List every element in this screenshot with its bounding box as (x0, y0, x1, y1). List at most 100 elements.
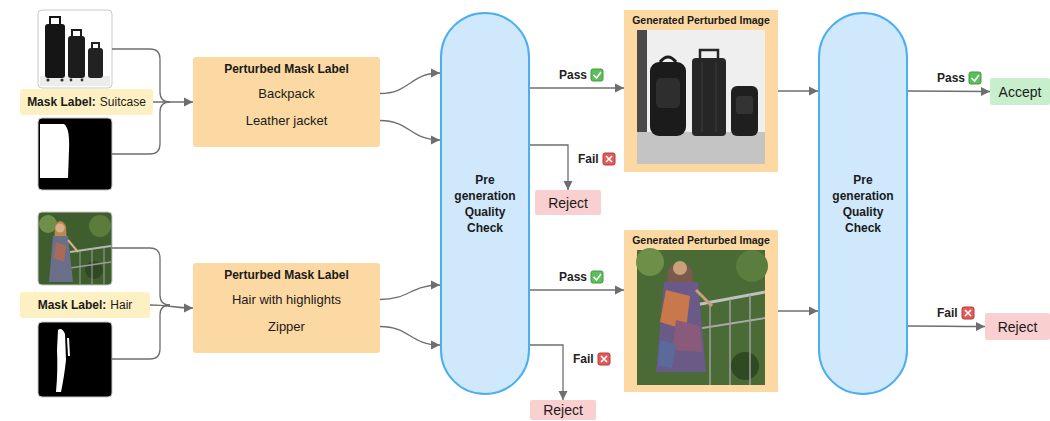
node-text: Hair (110, 298, 132, 312)
pass-icon-part (594, 72, 602, 78)
hair-mask-part (67, 338, 70, 356)
hair-photo-part (68, 240, 78, 252)
reject-box: Reject (530, 400, 596, 420)
flow-arrow (153, 101, 193, 102)
fail-icon-part (962, 307, 974, 319)
suitcase-mask (38, 118, 112, 190)
fail-icon-part (601, 356, 607, 362)
generated-luggage-image-part (660, 57, 676, 62)
suitcase-photo-part (72, 30, 81, 36)
flow-arrow (380, 285, 440, 300)
generated-luggage-image-part (637, 132, 765, 164)
hair-mask-part (56, 329, 66, 392)
flow-arrow (778, 310, 818, 311)
edge-label: Pass (557, 68, 589, 82)
hair-photo-part (89, 215, 111, 237)
hair-photo-part (104, 247, 105, 284)
generated-person-image-part (696, 290, 712, 306)
generated-image-frame: Generated Perturbed Image (624, 230, 778, 392)
suitcase-photo-part (60, 78, 63, 81)
flow-arrow (908, 90, 990, 92)
quality-check-pill: Pre generation Quality Check (818, 12, 908, 395)
edge-label: Fail (576, 152, 601, 166)
generated-person-image-part (729, 299, 731, 385)
node-text: Leather jacket (246, 113, 328, 128)
generated-person-image-part (656, 282, 706, 372)
suitcase-photo-part (81, 79, 84, 82)
node-text: Backpack (258, 86, 314, 101)
pass-icon-part (972, 75, 980, 81)
node-heading: Mask Label: (27, 95, 96, 109)
generated-luggage-image-part (736, 96, 753, 114)
generated-person-image-part (749, 295, 751, 385)
generated-luggage-image (637, 30, 765, 164)
node-heading: Perturbed Mask Label (224, 62, 349, 76)
generated-image-frame: Generated Perturbed Image (624, 10, 778, 172)
flow-arrow (530, 87, 624, 88)
node-heading: Reject (543, 402, 583, 418)
edge-label: Pass (935, 71, 967, 85)
generated-luggage-image-part (692, 58, 726, 136)
hair-photo-part (54, 242, 66, 262)
pass-icon (591, 69, 981, 283)
generated-luggage-image-part (637, 30, 765, 164)
generated-person-image-part (709, 302, 711, 385)
node-heading: Pre generation Quality Check (452, 172, 518, 236)
generated-luggage-image-part (700, 50, 718, 58)
node-heading: Perturbed Mask Label (224, 268, 349, 282)
node-heading: Pre generation Quality Check (830, 172, 896, 236)
node-heading: Generated Perturbed Image (632, 234, 770, 247)
edge-label: Pass (557, 270, 589, 284)
suitcase-photo-part (92, 43, 99, 48)
generated-person-image (636, 248, 768, 385)
node-text: Hair with highlights (232, 292, 341, 307)
generated-person-image-part (673, 261, 687, 275)
suitcase-photo-part (88, 48, 103, 78)
hair-photo-part (70, 262, 111, 268)
generated-person-image-part (672, 320, 702, 352)
mask-label-box: Mask Label:Hair (20, 292, 150, 318)
perturbed-label-box: Perturbed Mask LabelHair with highlights… (193, 263, 380, 353)
reject-box: Reject (985, 313, 1050, 340)
suitcase-photo-part (46, 78, 49, 81)
node-text: Zipper (268, 319, 305, 334)
fail-icon-part (603, 153, 615, 165)
pass-icon-part (591, 271, 603, 283)
hair-mask-part (38, 322, 112, 397)
suitcase-mask-part (38, 118, 112, 190)
node-heading: Generated Perturbed Image (632, 14, 770, 27)
suitcase-photo-part (70, 79, 73, 82)
fail-icon-part (598, 353, 610, 365)
edge-label: Fail (571, 352, 596, 366)
mask-label-box: Mask Label:Suitcase (20, 89, 153, 115)
generated-frame (624, 10, 778, 392)
pass-icon-part (969, 72, 981, 84)
generated-frame-part (624, 10, 778, 172)
suitcase-photo-part (50, 17, 60, 24)
generated-person-image-part (731, 352, 759, 380)
pass-icon-part (594, 274, 602, 280)
node-heading: Reject (998, 319, 1038, 335)
flow-arrow (380, 73, 440, 94)
flow-arrow (530, 289, 624, 290)
flow-arrow (150, 305, 193, 308)
generated-person-image-part (636, 248, 664, 276)
suitcase-photo-part (38, 10, 112, 88)
hair-photo-part (38, 212, 112, 285)
quality-check-pill: Pre generation Quality Check (440, 12, 530, 395)
accept-box: Accept (990, 78, 1050, 105)
generated-luggage-image-part (702, 62, 703, 132)
perturbed-label-box: Perturbed Mask LabelBackpackLeather jack… (193, 57, 380, 147)
pass-icon-part (591, 69, 603, 81)
hair-photo-part (92, 249, 93, 284)
hair-photo-part (39, 215, 57, 233)
suitcase-photo (38, 10, 112, 88)
flow-arrow (778, 90, 818, 91)
generated-frame-part (624, 230, 778, 392)
flow-arrow (530, 345, 563, 400)
suitcase-photo-part (68, 36, 85, 78)
generated-person-image-part (658, 340, 676, 368)
node-heading: Reject (548, 195, 588, 211)
suitcase-mask-part (40, 124, 69, 178)
